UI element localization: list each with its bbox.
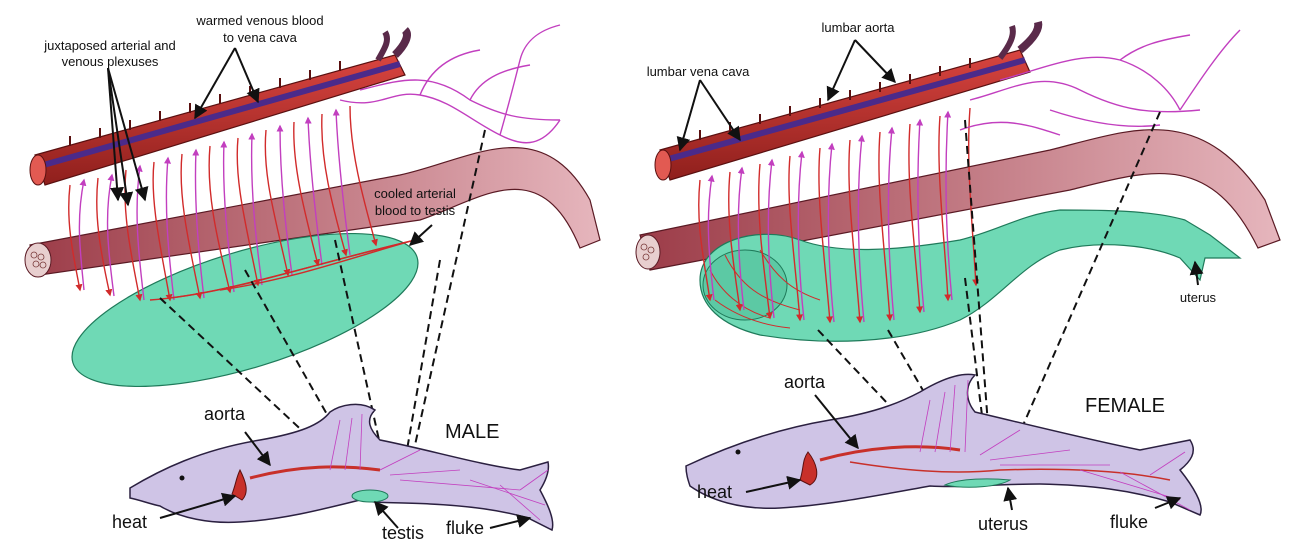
female-tube-end <box>636 235 660 269</box>
female-main-vessel <box>655 22 1038 180</box>
male-testis-small <box>352 490 388 502</box>
male-label-heat: heat <box>112 512 147 532</box>
male-label-fluke: fluke <box>446 518 484 538</box>
male-label-aorta: aorta <box>204 404 246 424</box>
female-label-lumbar-vena-cava: lumbar vena cava <box>647 64 750 79</box>
female-label-uterus-top: uterus <box>1180 290 1217 305</box>
female-label-heat: heat <box>697 482 732 502</box>
female-label-fluke: fluke <box>1110 512 1148 532</box>
male-title: MALE <box>445 421 499 443</box>
female-panel: lumbar aorta lumbar vena cava uterus FEM… <box>636 20 1280 534</box>
male-label-warmed-line2: to vena cava <box>223 30 297 45</box>
male-label-testis: testis <box>382 523 424 539</box>
female-label-aorta: aorta <box>784 372 826 392</box>
male-label-cooled-line2: blood to testis <box>375 203 456 218</box>
male-panel: juxtaposed arterial and venous plexuses … <box>25 13 600 539</box>
male-label-warmed-line1: warmed venous blood <box>195 13 323 28</box>
female-label-uterus: uterus <box>978 514 1028 534</box>
male-label-cooled-line1: cooled arterial <box>374 186 456 201</box>
male-label-plexus-line1: juxtaposed arterial and <box>43 38 176 53</box>
male-label-plexus-line2: venous plexuses <box>62 54 159 69</box>
female-title: FEMALE <box>1085 395 1165 417</box>
female-label-lumbar-aorta: lumbar aorta <box>822 20 896 35</box>
male-tube-end <box>25 243 51 277</box>
